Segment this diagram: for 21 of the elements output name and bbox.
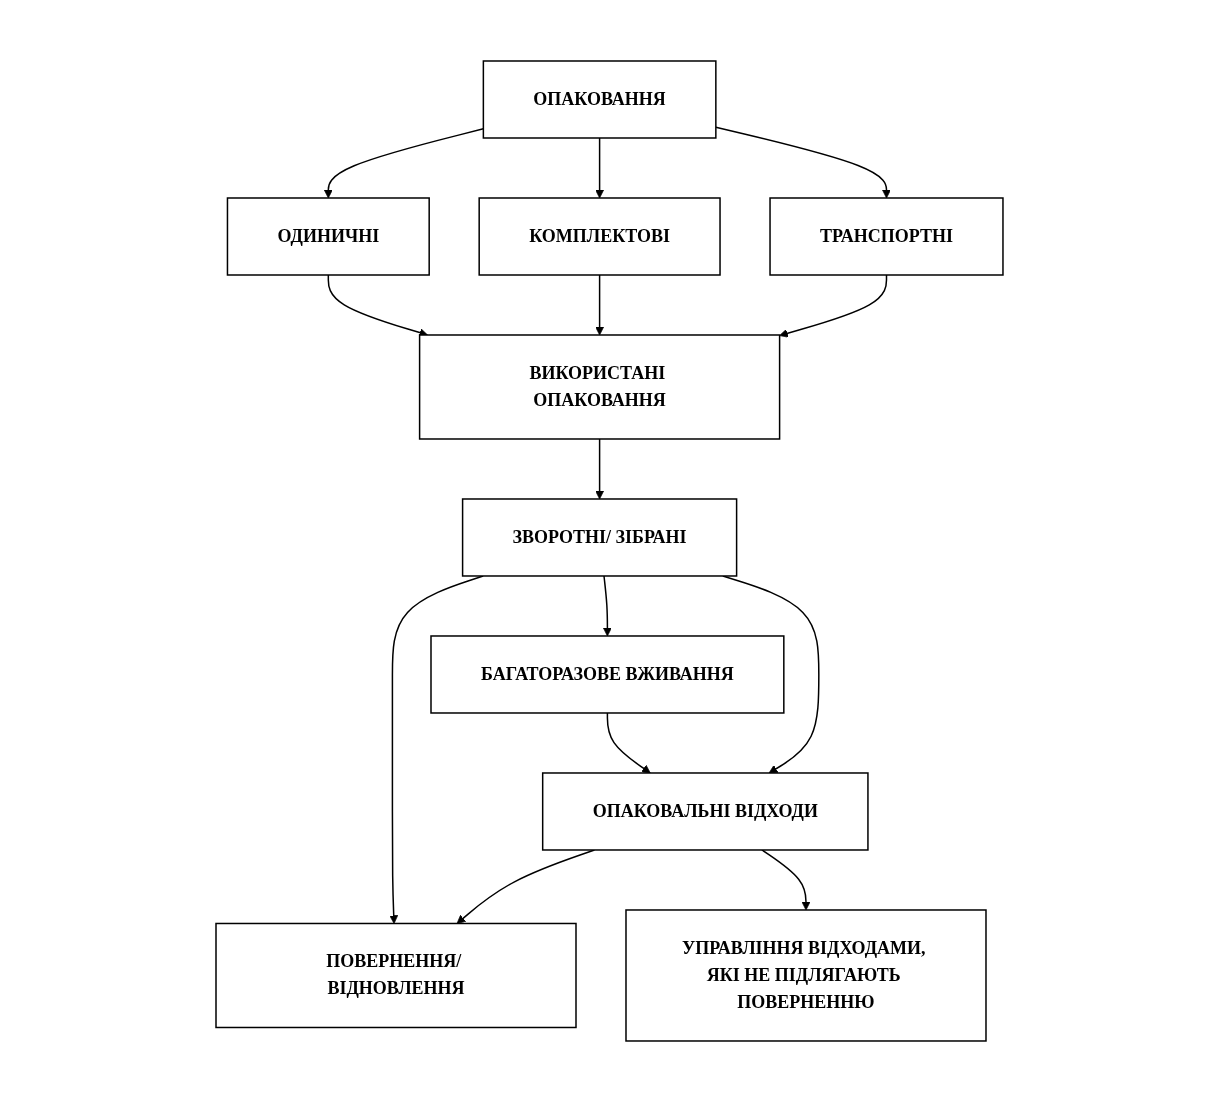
node-box: ПОВЕРНЕННЯ/ ВІДНОВЛЕННЯ (215, 922, 577, 1029)
node-box: УПРАВЛІННЯ ВІДХОДАМИ, ЯКІ НЕ ПІДЛЯГАЮТЬ ПОВЕРНЕННЮ (625, 909, 987, 1042)
arrow (327, 274, 428, 337)
arrow (389, 575, 484, 924)
node-box: ТРАНСПОРТНІ (769, 197, 1004, 276)
node-box: ОПАКОВАЛЬНІ ВІДХОДИ (541, 772, 869, 851)
arrow (606, 712, 651, 774)
node-box: ВИКОРИСТАНІ ОПАКОВАННЯ (418, 334, 781, 440)
arrow (722, 575, 820, 774)
arrow (595, 137, 604, 199)
arrow (603, 575, 612, 637)
node-box: ОДИНИЧНІ (226, 197, 430, 276)
node-box: ЗВОРОТНІ/ ЗІБРАНІ (461, 498, 738, 577)
node-box: КОМПЛЕКТОВІ (478, 197, 721, 276)
node-box: БАГАТОРАЗОВЕ ВЖИВАННЯ (430, 635, 785, 714)
arrow (595, 438, 604, 500)
arrow (761, 849, 811, 911)
arrow (779, 274, 888, 338)
arrow (715, 126, 891, 199)
node-box: ОПАКОВАННЯ (482, 60, 717, 139)
arrow (595, 274, 604, 336)
